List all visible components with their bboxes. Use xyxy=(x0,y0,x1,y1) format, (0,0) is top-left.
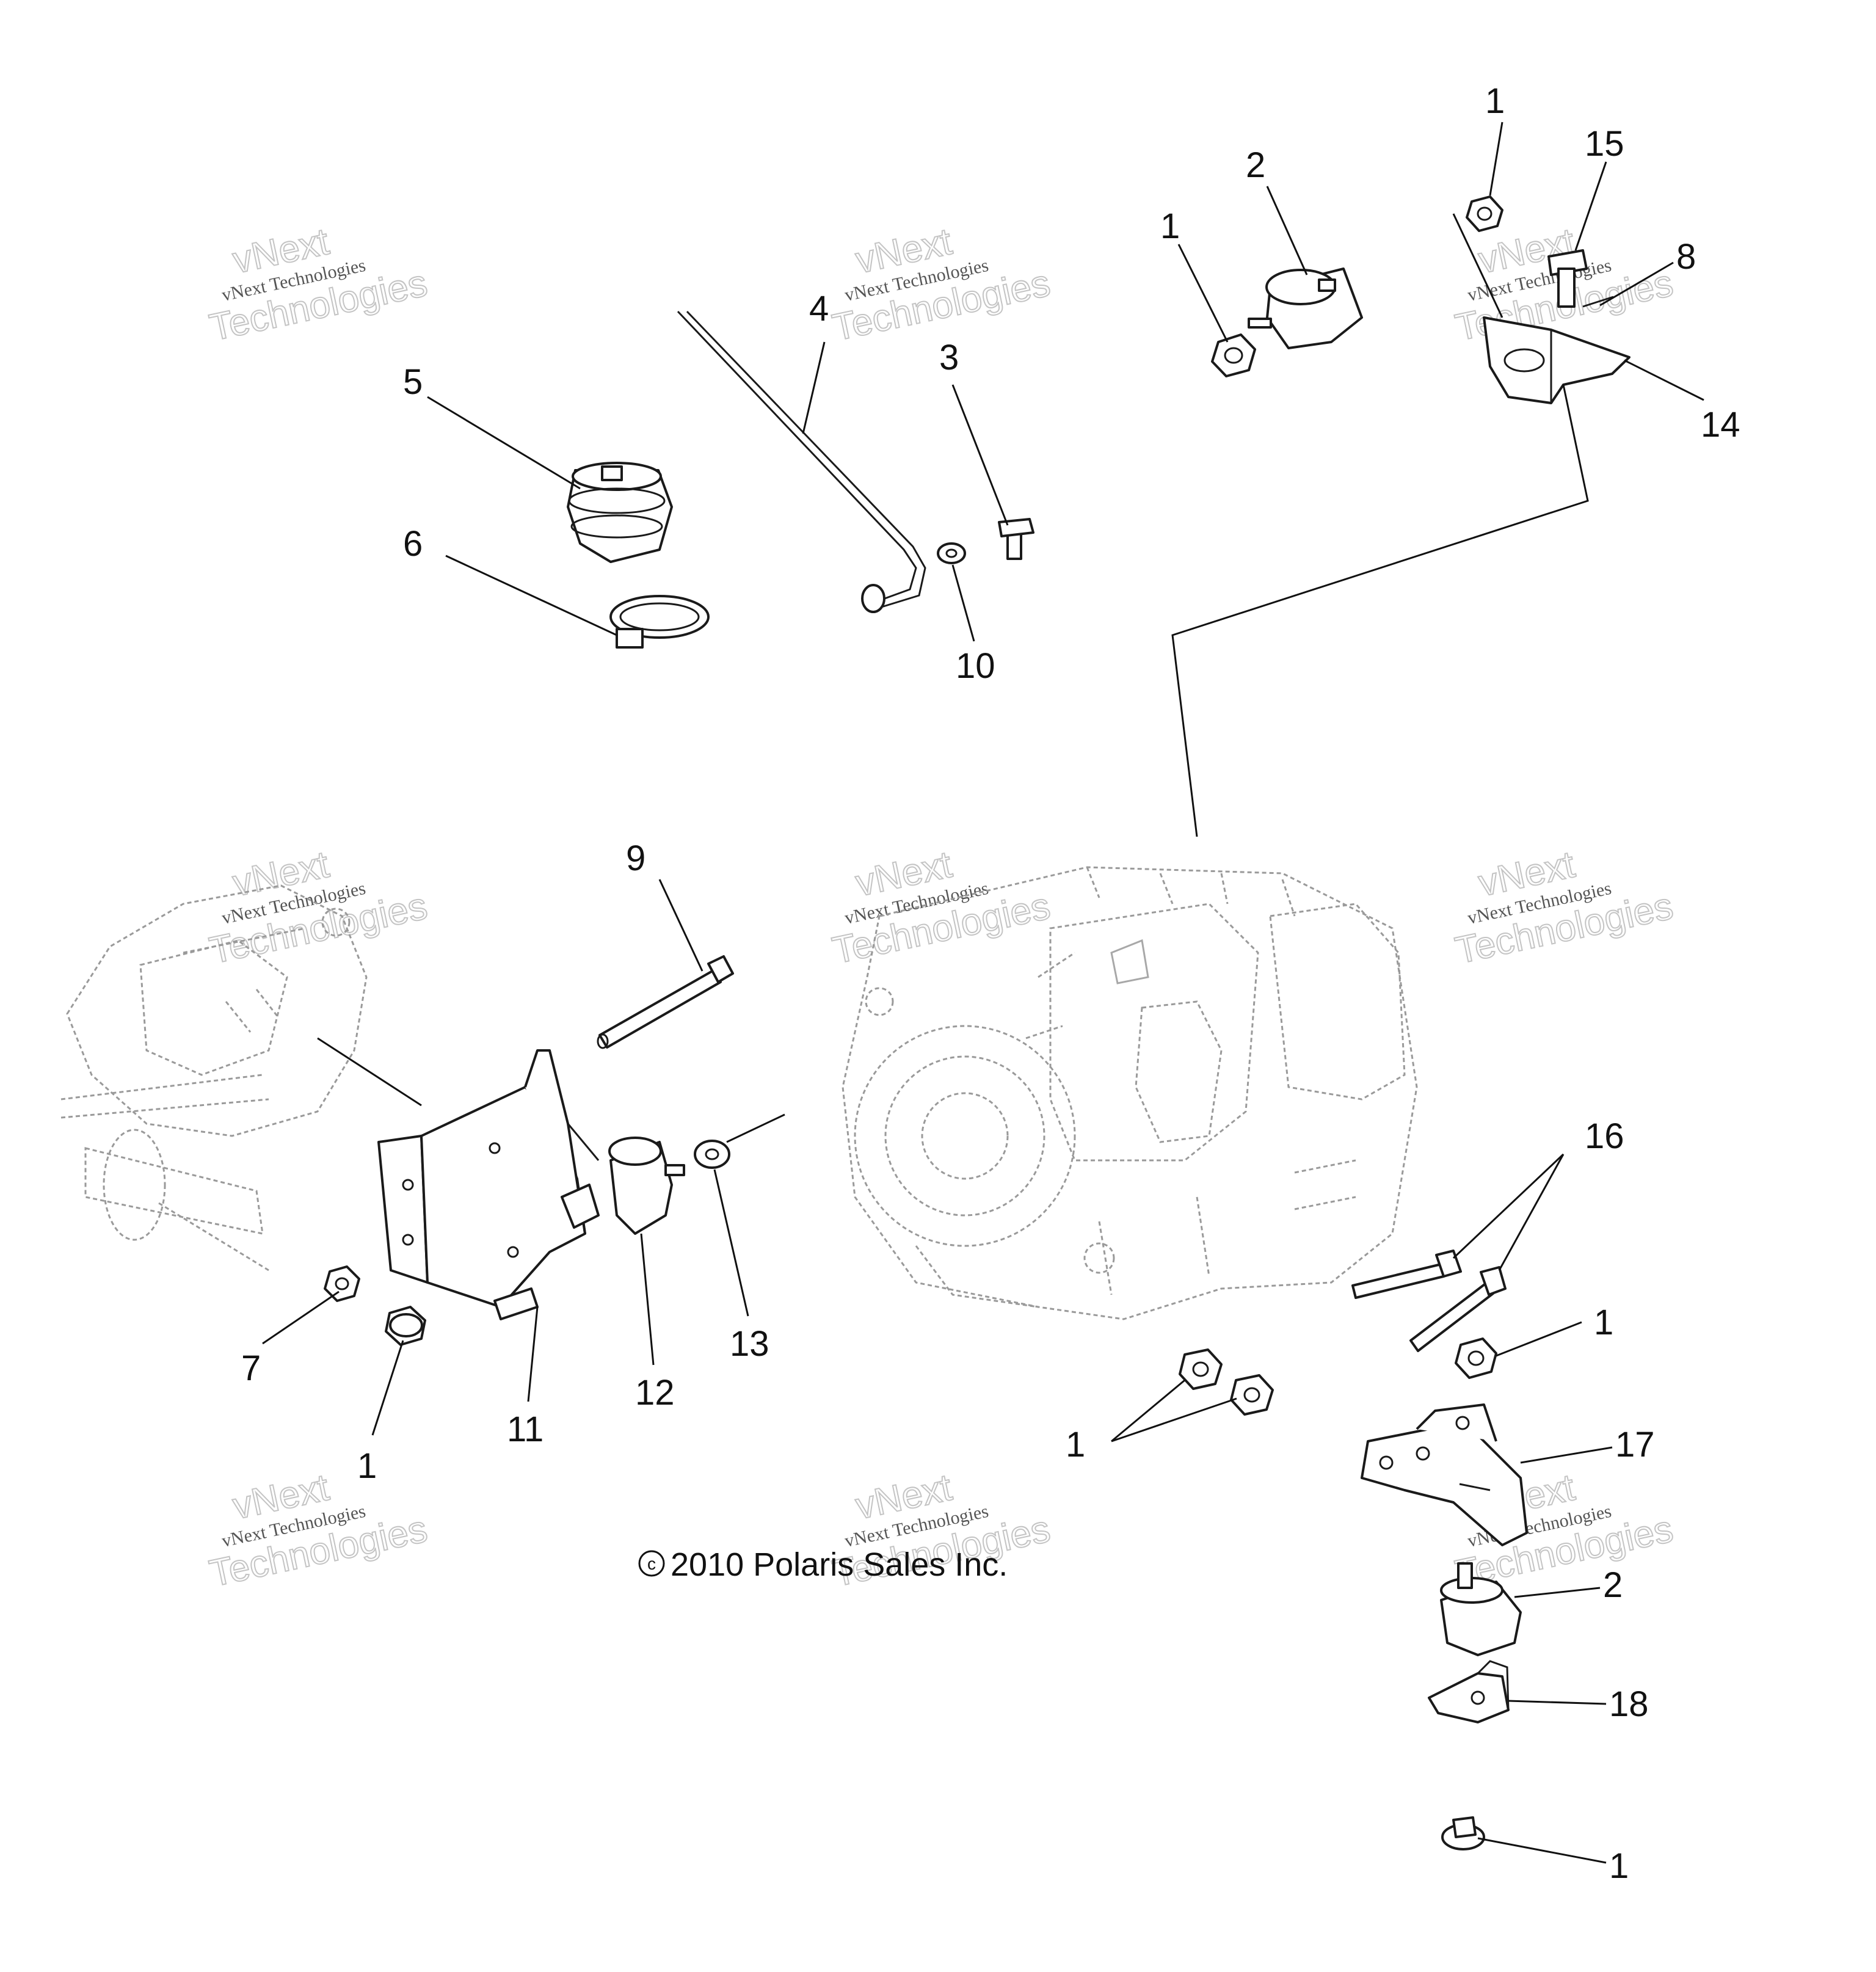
callout-9: 9 xyxy=(626,839,645,878)
callout-4: 4 xyxy=(809,289,829,329)
callout-12: 12 xyxy=(635,1373,675,1413)
callout-3: 3 xyxy=(939,338,959,377)
part-1-nuts-pair xyxy=(1179,1348,1274,1416)
callout-17: 17 xyxy=(1615,1425,1655,1464)
part-16-bolts xyxy=(1351,1250,1507,1352)
watermark-top-left: vNext vNext Technologies Technologies xyxy=(205,220,431,350)
part-3-bolt xyxy=(998,518,1034,560)
part-11-bracket xyxy=(377,1049,600,1320)
part-17-bracket xyxy=(1361,1403,1528,1546)
part-2-mount-top xyxy=(1248,267,1363,349)
watermark-mid-center: vNext vNext Technologies Technologies xyxy=(828,843,1054,973)
callout-6: 6 xyxy=(403,524,423,564)
callout-8: 8 xyxy=(1676,237,1696,277)
part-1-nut-top-right xyxy=(1466,195,1503,232)
part-1-flange-nut-bottom xyxy=(1441,1816,1485,1850)
watermark-bottom-left: vNext vNext Technologies Technologies xyxy=(205,1466,431,1596)
engine-ghost xyxy=(842,866,1418,1320)
copyright-circle-icon xyxy=(638,1550,665,1577)
callout-5: 5 xyxy=(403,362,423,402)
callout-7: 7 xyxy=(241,1348,261,1388)
callout-13: 13 xyxy=(730,1324,769,1364)
callout-1-left-bottom: 1 xyxy=(357,1446,377,1486)
part-5-boot xyxy=(567,462,673,563)
watermark-mid-left: vNext vNext Technologies Technologies xyxy=(205,843,431,973)
copyright-notice: c 2010 Polaris Sales Inc. xyxy=(638,1546,1008,1583)
part-12-mount xyxy=(608,1137,685,1235)
callout-1-top-right: 1 xyxy=(1485,81,1505,121)
part-14-bracket xyxy=(1483,316,1631,404)
part-1-nut-top xyxy=(1211,333,1256,377)
part-7-nut xyxy=(324,1265,360,1302)
callout-1-right: 1 xyxy=(1594,1303,1613,1342)
watermark-top-center: vNext vNext Technologies Technologies xyxy=(828,220,1054,350)
leader-lines xyxy=(262,122,1704,1864)
callout-2-bottom: 2 xyxy=(1603,1565,1623,1605)
part-6-hose-clamp xyxy=(609,595,710,649)
callout-1-bottom-center: 1 xyxy=(1066,1425,1085,1464)
part-1-nut-right xyxy=(1455,1337,1497,1379)
part-8-pin xyxy=(1582,296,1614,308)
copyright-symbol: c xyxy=(647,1554,656,1573)
callout-labels: 1 1 2 15 8 14 4 3 10 5 6 9 7 1 11 12 13 … xyxy=(241,81,1740,1886)
part-13-washer xyxy=(694,1140,730,1169)
part-10-washer xyxy=(937,542,966,564)
part-18-plate xyxy=(1428,1660,1510,1723)
part-2-mount-bottom xyxy=(1440,1562,1522,1656)
part-4-cable xyxy=(677,310,926,613)
callout-2-top: 2 xyxy=(1246,145,1265,185)
part-1-flange-nut-left xyxy=(385,1306,426,1346)
part-15-bolt xyxy=(1547,249,1588,308)
part-9-long-bolt xyxy=(597,955,734,1049)
callout-14: 14 xyxy=(1701,405,1740,445)
callout-10: 10 xyxy=(956,646,995,686)
callout-11: 11 xyxy=(507,1410,544,1449)
watermark-mid-right: vNext vNext Technologies Technologies xyxy=(1451,843,1677,973)
callout-1-top-center: 1 xyxy=(1160,206,1180,246)
callout-18: 18 xyxy=(1609,1684,1649,1724)
callout-1-bottom-right: 1 xyxy=(1609,1846,1629,1886)
callout-16: 16 xyxy=(1585,1116,1624,1156)
callout-15: 15 xyxy=(1585,124,1624,164)
frame-ghost xyxy=(60,884,368,1272)
copyright-text: 2010 Polaris Sales Inc. xyxy=(671,1546,1008,1583)
